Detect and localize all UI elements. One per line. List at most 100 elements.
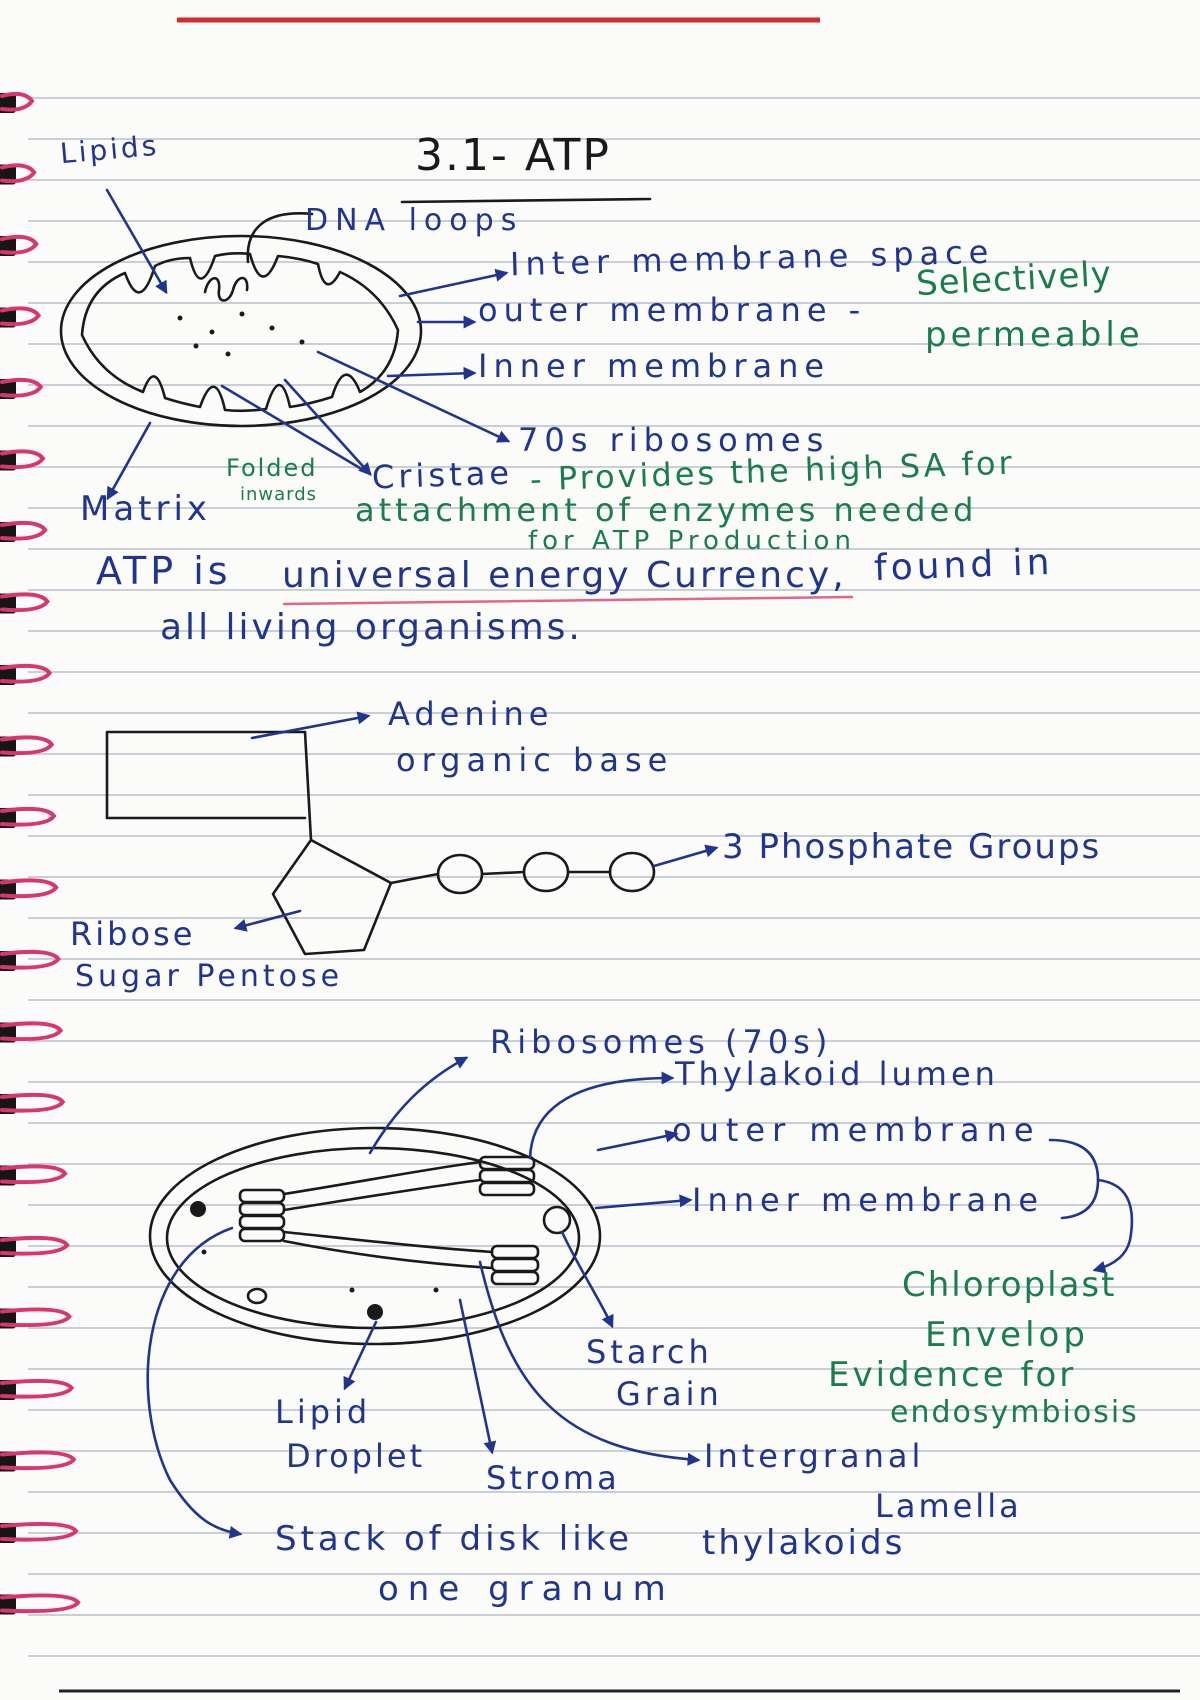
note-permeable: permeable	[925, 315, 1144, 355]
chloroplast-drawing	[148, 1126, 602, 1346]
thylakoid-disk	[490, 1270, 540, 1286]
page-title: 3.1- ATP	[415, 130, 611, 181]
arrow-inner-membrane	[386, 366, 477, 380]
atp-molecule-drawing	[105, 730, 656, 956]
note-selectively: Selectively	[915, 253, 1113, 305]
arrow-thylakoid-lumen	[528, 1071, 675, 1160]
label-sugar-pentose: Sugar Pentose	[75, 959, 344, 994]
ribosome-dot	[193, 343, 199, 349]
mitochondrion-outer-membrane	[59, 234, 423, 428]
arrow-ribosomes-70s	[368, 1056, 469, 1155]
spiral-coil	[0, 1378, 75, 1399]
thylakoid-disk	[478, 1168, 536, 1184]
label-stroma: Stroma	[486, 1459, 620, 1497]
thylakoid-disk	[238, 1201, 286, 1217]
label-adenine: Adenine	[388, 695, 554, 733]
envelope-brace	[1048, 1138, 1100, 1220]
label-droplet: Droplet	[286, 1437, 426, 1475]
spiral-coil	[0, 449, 46, 470]
spiral-coil	[0, 163, 37, 184]
arrow-intergranal-lamella	[478, 1260, 701, 1466]
thylakoid-disk	[238, 1227, 286, 1243]
spiral-coil	[0, 1450, 77, 1471]
spiral-coil	[0, 1521, 79, 1542]
arrow-granum	[146, 1226, 243, 1539]
note-cristae-2: attachment of enzymes needed	[355, 491, 978, 529]
note-inwards: inwards	[240, 484, 318, 505]
spiral-coil	[0, 1307, 72, 1328]
spiral-coil	[0, 806, 57, 827]
adenine-rectangle	[105, 730, 307, 820]
arrow-cristae-a	[220, 384, 372, 476]
arrow-cristae-b	[283, 378, 372, 476]
note-chloroplast: Chloroplast	[902, 1265, 1117, 1305]
statement-found-in: found in	[873, 541, 1055, 590]
arrow-matrix	[106, 421, 152, 501]
intergranal-lamella	[282, 1239, 494, 1270]
spiral-coil	[0, 592, 50, 613]
label-matrix: Matrix	[80, 489, 212, 529]
label-thylakoid-lumen: Thylakoid lumen	[675, 1055, 999, 1093]
spiral-coil	[0, 735, 55, 756]
chloroplast-outer-membrane	[148, 1126, 602, 1346]
thylakoid-disk	[238, 1188, 286, 1204]
dna-loop	[203, 276, 249, 302]
lipid-droplet	[367, 1304, 383, 1320]
spiral-binding	[0, 91, 81, 1615]
label-lipid: Lipid	[275, 1393, 372, 1431]
note-envelop: Envelop	[925, 1315, 1089, 1355]
arrow-chloroplast-inner-membrane	[594, 1194, 693, 1210]
label-dna-loops: DNA loops	[305, 203, 524, 238]
spiral-coil	[0, 949, 61, 970]
thylakoid-disk	[238, 1214, 286, 1230]
label-thylakoids: thylakoids	[702, 1523, 906, 1563]
ribosome-dot	[201, 1249, 207, 1255]
intergranal-lamella	[282, 1230, 494, 1254]
note-evidence-for: Evidence for	[828, 1355, 1077, 1395]
label-phosphate-groups: 3 Phosphate Groups	[722, 827, 1102, 867]
label-intergranal: Intergranal	[704, 1437, 925, 1475]
phosphate-group	[436, 853, 484, 895]
label-70s-ribosomes: 70s ribosomes	[518, 421, 830, 459]
intergranal-lamella	[282, 1178, 482, 1212]
statement-line-2: all living organisms.	[160, 607, 583, 648]
arrow-stroma	[458, 1298, 497, 1455]
intergranal-lamella	[282, 1160, 482, 1196]
spiral-coil	[0, 234, 39, 255]
ribosome-dot	[269, 325, 275, 331]
title-underline	[400, 197, 652, 204]
label-grain: Grain	[616, 1375, 723, 1413]
arrow-ribose	[233, 909, 302, 932]
label-ribose: Ribose	[70, 915, 196, 953]
spiral-coil	[0, 663, 53, 684]
granum-left	[238, 1188, 286, 1243]
label-mito-outer-membrane: outer membrane -	[478, 291, 867, 329]
ribosome-dot	[239, 311, 245, 317]
note-cristae-3: for ATP Production	[528, 526, 856, 556]
spiral-coil	[0, 91, 35, 112]
arrow-phosphate-groups	[652, 844, 719, 868]
spiral-coil	[0, 520, 48, 541]
spiral-coil	[0, 1164, 68, 1185]
label-mito-inner-membrane: Inner membrane	[478, 347, 831, 385]
small-vesicle	[246, 1287, 268, 1305]
ribose-pentagon	[271, 838, 393, 956]
arrow-starch-grain	[560, 1230, 614, 1329]
spiral-coil	[0, 1092, 66, 1113]
label-stack-of-disk: Stack of disk like	[275, 1519, 634, 1559]
arrow-chloroplast-envelope	[1092, 1178, 1134, 1274]
ribosome-dot	[177, 315, 183, 321]
spiral-coil	[0, 878, 59, 899]
note-endosymbiosis: endosymbiosis	[890, 1395, 1139, 1430]
ribosome-dot	[299, 339, 305, 345]
spiral-coil	[0, 306, 42, 327]
arrow-lipids	[105, 188, 168, 295]
chloroplast-inner-membrane	[165, 1146, 581, 1330]
phosphate-group	[608, 851, 656, 893]
label-chl-ribosomes: Ribosomes (70s)	[490, 1023, 833, 1061]
label-starch: Starch	[586, 1333, 713, 1371]
label-organic-base: organic base	[396, 741, 674, 779]
spiral-coil	[0, 1593, 81, 1614]
spiral-coil	[0, 1235, 70, 1256]
ribosome-dot	[349, 1287, 355, 1293]
